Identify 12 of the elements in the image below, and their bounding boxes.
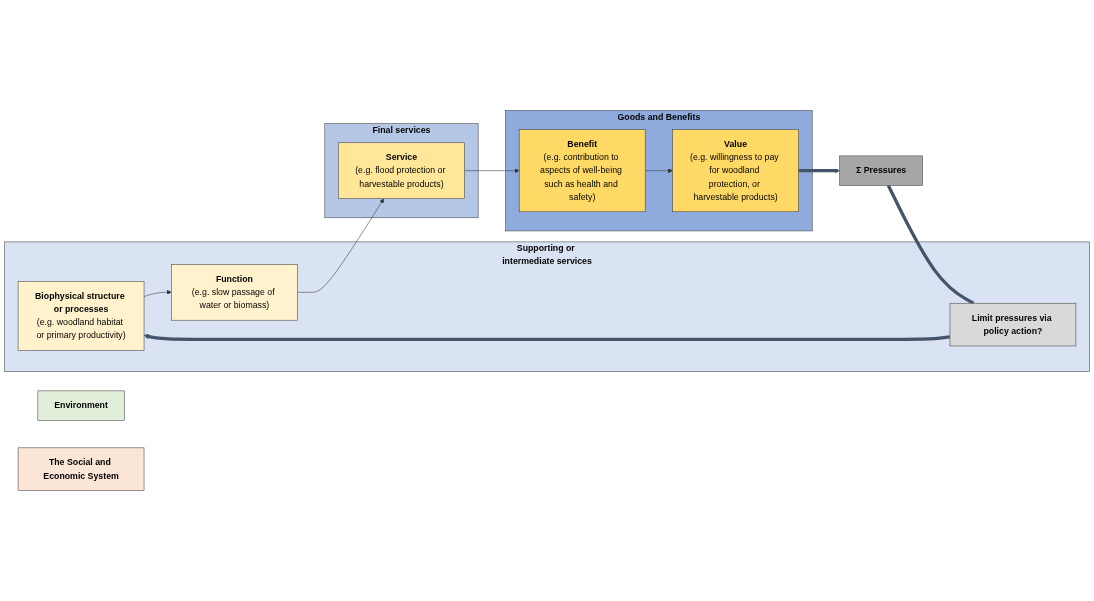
connector — [886, 184, 975, 305]
node-box: Σ Pressures — [839, 155, 923, 186]
arrow — [798, 168, 840, 174]
node-box: Value (e.g. willingness to pay for woodland protection, or harvestable products) — [672, 129, 799, 213]
arrow — [143, 334, 951, 342]
node-box: Benefit (e.g. contribution to aspects of well-being such as health and safety) — [518, 129, 646, 213]
node-box: Biophysical structure or processes (e.g. woodland habitat or primary productivity) — [17, 281, 145, 351]
node-box: Service (e.g. flood protection or harvestable products) — [338, 142, 465, 199]
node-box: Function (e.g. slow passage of water or biomass) — [171, 264, 298, 321]
node-box: Environment — [37, 390, 125, 421]
node-box: Limit pressures via policy action? — [949, 302, 1077, 347]
node-box: The Social and Economic System — [17, 447, 145, 491]
